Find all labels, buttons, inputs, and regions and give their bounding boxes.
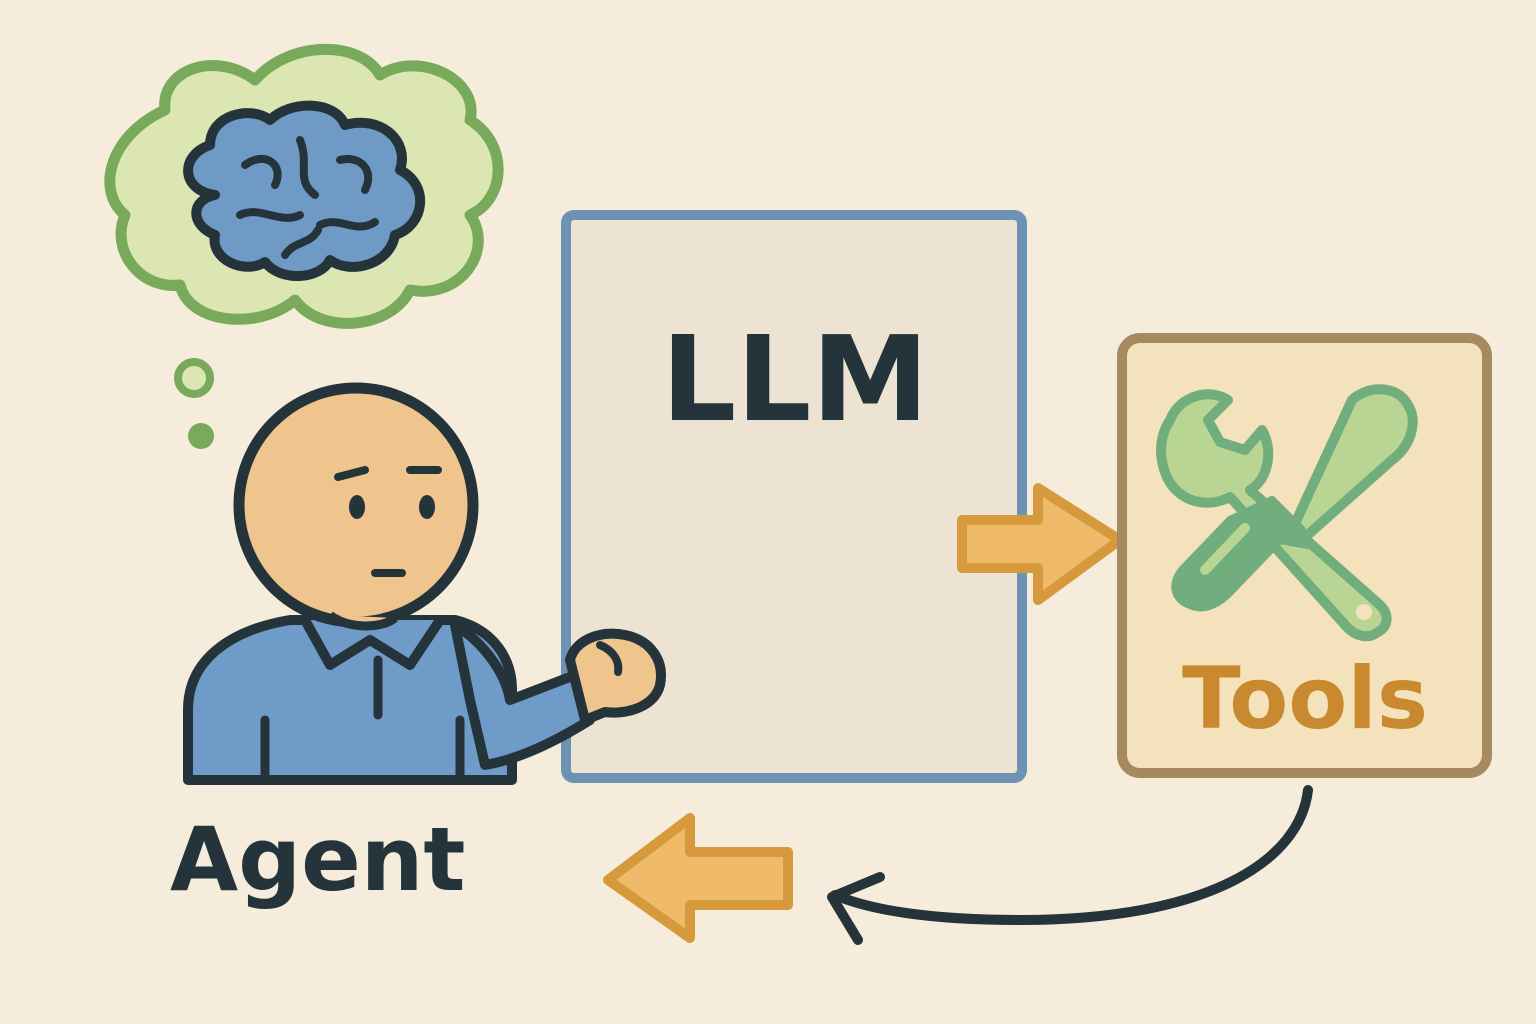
arrow-left-icon (603, 813, 793, 943)
arrow-right-icon (957, 483, 1125, 605)
tools-label: Tools (1182, 649, 1428, 749)
agent-figure (183, 382, 666, 785)
llm-box: LLM (561, 210, 1027, 783)
agent-hand (565, 628, 666, 725)
brain-icon (183, 100, 426, 281)
screwdriver-icon (1171, 384, 1418, 612)
tools-box: Tools (1117, 333, 1492, 778)
curved-return-arrow (827, 785, 1313, 945)
agent-label: Agent (170, 808, 466, 911)
llm-label: LLM (661, 310, 929, 448)
